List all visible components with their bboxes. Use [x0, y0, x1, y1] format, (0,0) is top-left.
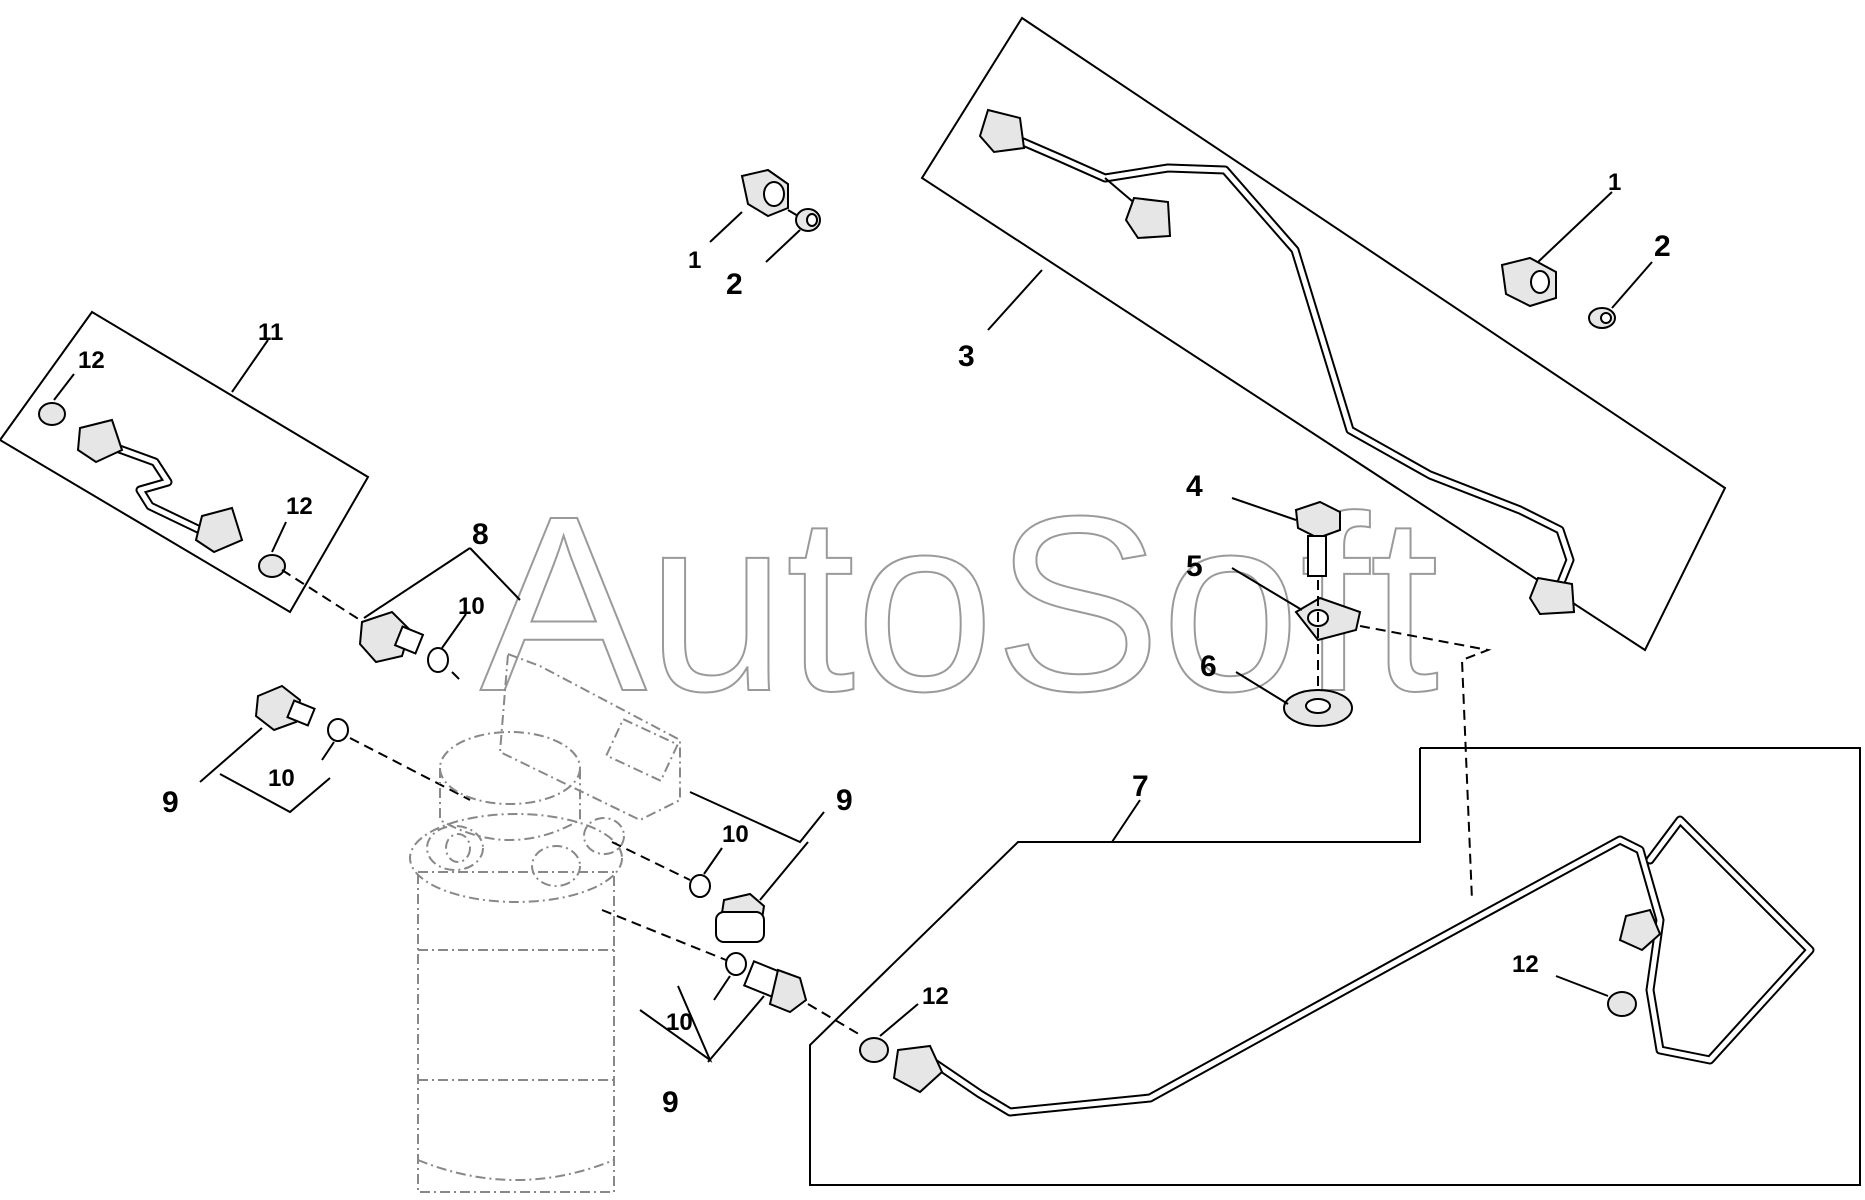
callout-10-left: 10	[268, 765, 295, 792]
dash-filter-to-10	[611, 841, 691, 881]
callout-2-right: 2	[1654, 230, 1671, 263]
dash-clamp-to-pipe-7	[1359, 625, 1492, 901]
dash-8-to-filter	[451, 671, 461, 681]
nut-1-right	[1500, 256, 1557, 308]
leader-dash-1-2-top	[787, 209, 799, 217]
leader-10-left-bracket	[219, 773, 331, 814]
fitting-8	[358, 610, 425, 664]
dash-12-to-8	[281, 569, 361, 621]
callout-8: 8	[472, 518, 489, 551]
sleeve-12-bottom	[859, 1037, 889, 1063]
watermark: AutoSoft	[480, 464, 1439, 743]
leader-11	[231, 339, 269, 393]
pipe-7-nut-left	[892, 1044, 944, 1094]
sleeve-2-top	[795, 208, 821, 232]
callout-12-bottom: 12	[922, 983, 949, 1010]
callout-9-left: 9	[162, 786, 179, 819]
leader-12-right	[1555, 975, 1609, 997]
leader-3	[987, 269, 1043, 331]
washer-10-bottom	[725, 952, 747, 976]
sleeve-2-right	[1588, 307, 1616, 329]
callout-4: 4	[1186, 470, 1203, 503]
pipe-3-nut-middle	[1124, 196, 1172, 240]
leader-2-top	[765, 229, 801, 263]
leader-1-right	[1537, 191, 1613, 263]
leader-2-right	[1611, 261, 1653, 309]
callout-9-mid: 9	[836, 784, 853, 817]
leader-12-left-top	[53, 373, 75, 401]
banjo-bolt-9-bottom	[742, 960, 808, 1014]
leader-10-bottom	[713, 975, 731, 1001]
leader-8	[363, 547, 471, 619]
banjo-bolt-9-left	[254, 684, 316, 732]
dash-filter-to-10-bottom	[601, 909, 727, 961]
bolt-4	[1294, 500, 1341, 577]
callout-3: 3	[958, 340, 975, 373]
leader-12-left-mid	[271, 521, 287, 553]
sleeve-12-right	[1607, 991, 1637, 1017]
pipe-3-nut-end	[1528, 576, 1576, 616]
callout-1-right: 1	[1608, 169, 1621, 196]
sleeve-12-left-top	[38, 402, 66, 426]
pipe-7-nut-right	[1618, 908, 1662, 952]
leader-10-mid	[703, 847, 723, 875]
pipe-11-nut-left	[76, 418, 124, 464]
sleeve-12-left-mid	[258, 554, 286, 578]
banjo-bolt-9-mid	[715, 892, 766, 943]
callout-10-upper: 10	[458, 593, 485, 620]
leader-9-mid	[759, 841, 809, 901]
dash-9-to-12	[807, 1003, 863, 1037]
nut-1-top	[740, 168, 789, 218]
leader-9-bottom	[707, 995, 765, 1063]
callout-2-top: 2	[726, 268, 743, 301]
callout-12-right: 12	[1512, 951, 1539, 978]
frame-pipe-3	[920, 16, 1727, 652]
leader-4	[1231, 497, 1297, 521]
callout-6: 6	[1200, 650, 1217, 683]
dash-9-left	[349, 737, 471, 801]
leader-8-box	[469, 547, 521, 601]
leader-10-mid-bracket	[689, 791, 825, 844]
pipe-3-nut-left	[978, 108, 1026, 154]
callout-9-bottom: 9	[662, 1086, 679, 1119]
washer-10-mid	[689, 874, 711, 898]
pipe-11	[95, 437, 205, 535]
callout-1-top: 1	[688, 247, 701, 274]
leader-10-upper	[441, 613, 467, 649]
callout-12-left-mid: 12	[286, 493, 313, 520]
callout-7: 7	[1132, 770, 1149, 803]
pipe-11-nut-right	[194, 506, 244, 554]
leader-9-left	[199, 727, 263, 783]
callout-10-bottom: 10	[666, 1009, 693, 1036]
frame-pipe-11	[0, 310, 370, 614]
fuel-filter-housing	[409, 652, 681, 1193]
washer-10-upper	[427, 647, 449, 673]
leader-7	[1111, 799, 1141, 843]
frame-pipe-7	[809, 747, 1861, 1186]
callout-12-left-top: 12	[78, 347, 105, 374]
callout-10-mid: 10	[722, 821, 749, 848]
leader-1-top	[709, 211, 743, 243]
leader-12-bottom	[879, 1003, 919, 1037]
callout-5: 5	[1186, 550, 1203, 583]
washer-6	[1283, 689, 1353, 727]
callout-11: 11	[258, 319, 283, 346]
leader-10-left	[321, 741, 335, 761]
leader-6	[1235, 671, 1289, 705]
pipe-7	[925, 815, 1815, 1117]
washer-10-left	[327, 718, 349, 742]
leader-5	[1231, 567, 1303, 611]
